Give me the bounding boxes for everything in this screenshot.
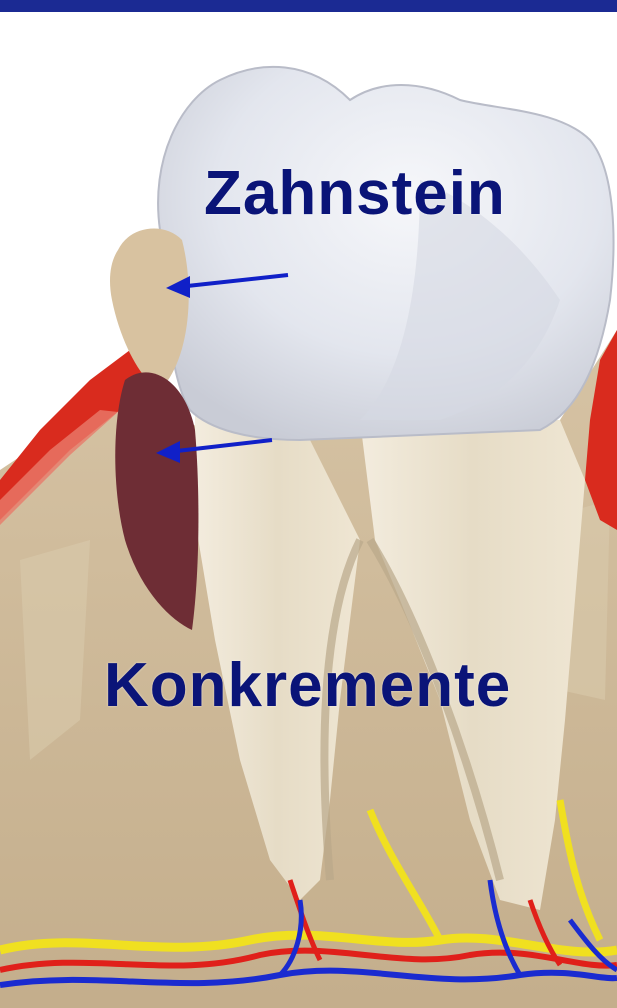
label-konkremente: Konkremente: [104, 650, 511, 721]
top-bar: [0, 0, 617, 12]
label-zahnstein: Zahnstein: [204, 158, 506, 229]
